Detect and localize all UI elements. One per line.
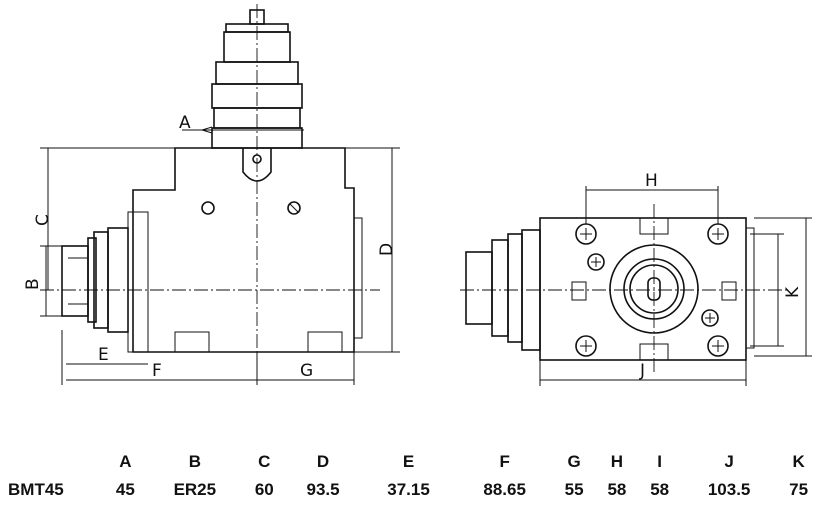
table-header: K	[792, 452, 805, 471]
table-header: B	[188, 452, 201, 471]
table-cell: 37.15	[387, 480, 430, 499]
dim-label-g: G	[300, 361, 313, 381]
table-header: A	[119, 452, 132, 471]
table-cell: 55	[564, 480, 584, 499]
table-header: F	[499, 452, 510, 471]
table-row: BMT45 45 ER25 60 93.5 37.15 88.65 55 58 …	[0, 476, 820, 504]
table-header: D	[316, 452, 330, 471]
front-dimensions: H J K	[539, 171, 812, 386]
table-header-row: A B C D E F G H I J K	[0, 448, 820, 476]
table-cell: 58	[607, 480, 627, 499]
table-cell: 88.65	[483, 480, 526, 499]
table-cell: 93.5	[306, 480, 340, 499]
housing-body	[132, 147, 355, 353]
table-cell: 58	[650, 480, 670, 499]
dim-label-b: B	[23, 278, 43, 290]
collet-nose	[61, 227, 129, 333]
table-header: J	[724, 452, 734, 471]
technical-drawing: A C B D E F G	[23, 4, 812, 386]
dim-label-f: F	[152, 361, 162, 381]
dim-label-h: H	[645, 171, 658, 191]
side-view: A C B D E F G	[23, 4, 400, 385]
table-cell: 60	[254, 480, 274, 499]
dim-label-e: E	[98, 345, 109, 365]
dim-label-c: C	[33, 214, 53, 226]
table-header: C	[258, 452, 271, 471]
dim-label-d: D	[377, 243, 397, 256]
table-cell-model: BMT45	[8, 480, 64, 499]
side-dimensions: A C B D E F G	[23, 113, 400, 385]
dim-label-j: J	[639, 361, 645, 381]
front-housing	[539, 217, 747, 361]
table-cell: 75	[789, 480, 809, 499]
table-cell: 103.5	[707, 480, 751, 499]
dim-label-k: K	[783, 286, 803, 298]
table-cell: 45	[115, 480, 135, 499]
dim-label-a: A	[179, 113, 191, 133]
table-header: G	[567, 452, 581, 471]
table-header: H	[610, 452, 624, 471]
table-header: I	[657, 452, 663, 471]
table-cell: ER25	[173, 480, 217, 499]
table-header: E	[402, 452, 415, 471]
front-view: H J K	[460, 171, 812, 386]
specification-table: A B C D E F G H I J K BMT45 45 ER25 60 9…	[0, 448, 820, 504]
table-header-model	[0, 448, 104, 476]
